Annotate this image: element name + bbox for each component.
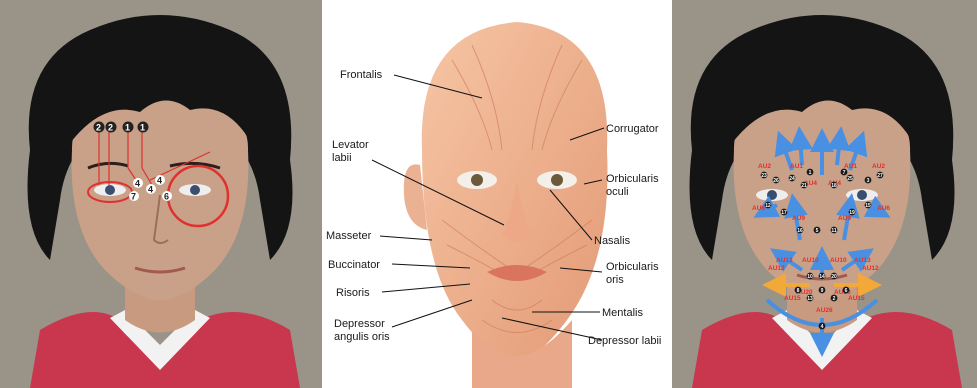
point-number: 15 xyxy=(865,203,871,209)
point-number: 24 xyxy=(789,176,795,182)
point-number: 5 xyxy=(816,228,819,234)
label-mentalis: Mentalis xyxy=(602,307,643,319)
label-corrugator: Corrugator xyxy=(606,123,659,135)
au-label: AU10 xyxy=(830,257,847,264)
point-number: 7 xyxy=(843,170,846,176)
label-levator-line1: Levator xyxy=(332,139,369,151)
label-risoris: Risoris xyxy=(336,287,370,299)
au-label: AU1 xyxy=(790,163,803,170)
left-face-photo-panel: 2 2 1 1 4 4 4 7 6 xyxy=(0,0,322,388)
au-label: AU9 xyxy=(792,215,805,222)
label-depressor-anguli-line2: angulis oris xyxy=(334,331,390,343)
au-label: AU13 xyxy=(854,257,871,264)
marker-label: 1 xyxy=(140,123,145,133)
right-face-action-units-panel: AU2 AU1 AU1 AU2 AU4 AU4 AU6 AU9 AU9 AU6 … xyxy=(672,0,977,388)
point-number: 25 xyxy=(847,176,853,182)
point-number: 20 xyxy=(831,274,837,280)
point-number: 13 xyxy=(807,296,813,302)
point-number: 27 xyxy=(877,173,883,179)
marker-label: 6 xyxy=(164,192,169,202)
au-label: AU1 xyxy=(844,163,857,170)
point-number: 3 xyxy=(867,178,870,184)
au-label: AU10 xyxy=(802,257,819,264)
point-number: 16 xyxy=(797,228,803,234)
point-number: 17 xyxy=(781,210,787,216)
marker-label: 4 xyxy=(148,185,153,195)
au-label: AU12 xyxy=(768,265,785,272)
point-number: 10 xyxy=(807,274,813,280)
au-label: AU6 xyxy=(877,205,890,212)
point-number: 2 xyxy=(833,296,836,302)
marker-label: 1 xyxy=(125,123,130,133)
au-label: AU12 xyxy=(862,265,879,272)
point-number: 1 xyxy=(809,170,812,176)
label-depressor-labii: Depressor labii xyxy=(588,335,661,347)
label-masseter: Masseter xyxy=(326,230,372,242)
label-orbicularis-oris-line1: Orbicularis xyxy=(606,261,659,273)
au-label: AU13 xyxy=(776,257,793,264)
point-number: 21 xyxy=(801,183,807,189)
label-orbicularis-oculi-line1: Orbicularis xyxy=(606,173,659,185)
point-number: 12 xyxy=(765,203,771,209)
au-label: AU9 xyxy=(838,215,851,222)
label-orbicularis-oris-line2: oris xyxy=(606,274,624,286)
marker-label: 2 xyxy=(96,123,101,133)
point-number: 23 xyxy=(761,173,767,179)
point-number: 4 xyxy=(821,324,824,330)
au-label: AU15 xyxy=(848,295,865,302)
label-orbicularis-oculi-line2: oculi xyxy=(606,186,629,198)
point-number: 26 xyxy=(773,178,779,184)
head-shape xyxy=(422,22,608,360)
marker-label: 4 xyxy=(135,179,140,189)
marker-label: 7 xyxy=(131,192,136,202)
muscle-anatomy-diagram: Frontalis Corrugator Levator labii Orbic… xyxy=(322,0,672,388)
au-label: AU26 xyxy=(816,307,833,314)
point-number: 11 xyxy=(831,228,837,234)
point-number: 18 xyxy=(831,183,837,189)
au-label: AU2 xyxy=(872,163,885,170)
point-number: 19 xyxy=(849,210,855,216)
au-label: AU6 xyxy=(752,205,765,212)
label-levator-line2: labii xyxy=(332,152,352,164)
au-label: AU2 xyxy=(758,163,771,170)
point-number: 8 xyxy=(797,288,800,294)
marker-label: 4 xyxy=(157,176,162,186)
action-unit-illustration: AU2 AU1 AU1 AU2 AU4 AU4 AU6 AU9 AU9 AU6 … xyxy=(672,0,977,388)
marker-label: 2 xyxy=(108,123,113,133)
point-number: 14 xyxy=(819,274,825,280)
au-label: AU15 xyxy=(784,295,801,302)
label-buccinator: Buccinator xyxy=(328,259,380,271)
label-nasalis: Nasalis xyxy=(594,235,631,247)
label-frontalis: Frontalis xyxy=(340,69,383,81)
point-number: 6 xyxy=(845,288,848,294)
point-number: 9 xyxy=(821,288,824,294)
label-depressor-anguli-line1: Depressor xyxy=(334,318,385,330)
left-face-illustration: 2 2 1 1 4 4 4 7 6 xyxy=(0,0,322,388)
muscle-anatomy-panel: Frontalis Corrugator Levator labii Orbic… xyxy=(322,0,672,388)
